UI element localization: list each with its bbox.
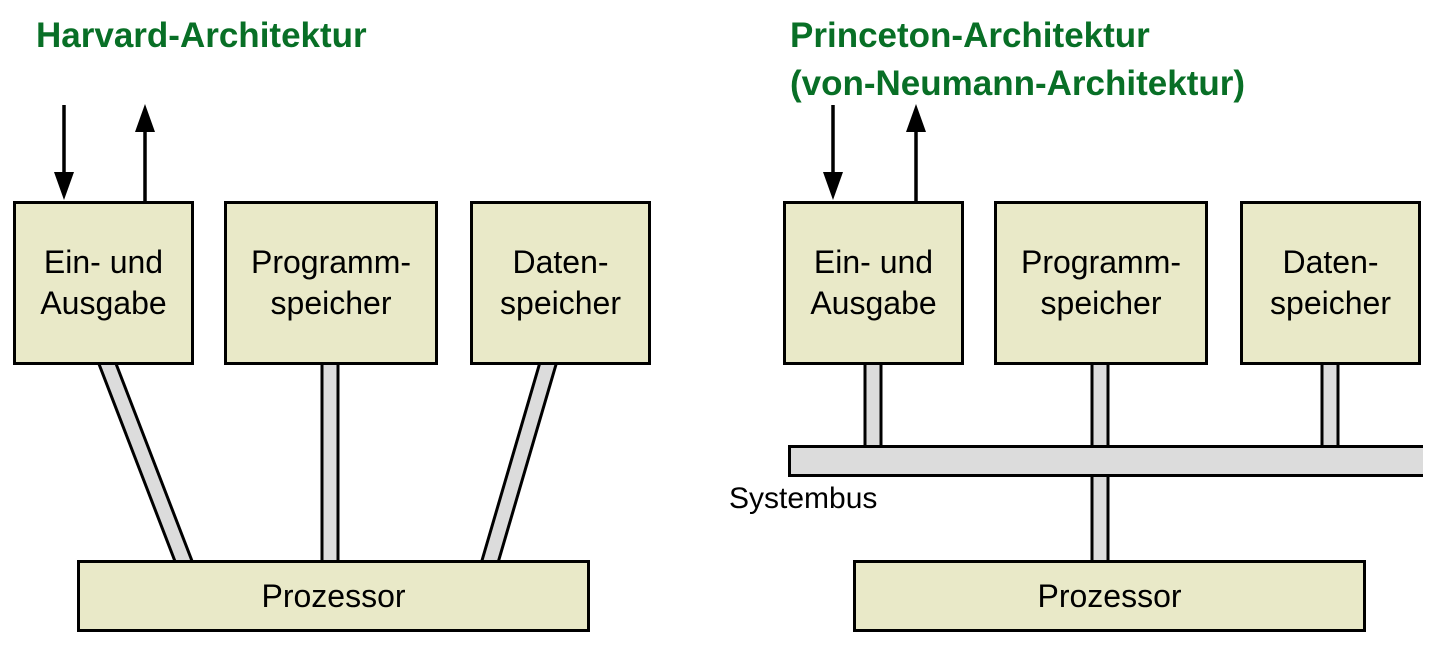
harvard-processor-box: Prozessor — [77, 560, 590, 632]
princeton-program-label-line2: speicher — [1040, 285, 1162, 321]
harvard-input-arrow — [54, 105, 74, 200]
harvard-data-processor-connector — [479, 357, 559, 568]
princeton-program-label-line1: Programm- — [1020, 244, 1181, 280]
harvard-program-label-line1: Programm- — [250, 244, 411, 280]
harvard-title-line: Harvard-Architektur — [36, 16, 367, 55]
harvard-io-label-line1: Ein- und — [43, 244, 164, 280]
princeton-data-memory-box: Daten- speicher — [1240, 201, 1421, 365]
princeton-io-box: Ein- und Ausgabe — [783, 201, 964, 365]
princeton-io-label-line2: Ausgabe — [810, 285, 937, 321]
harvard-data-label-line2: speicher — [500, 285, 621, 321]
princeton-io-label-line1: Ein- und — [813, 244, 934, 280]
harvard-data-label-line1: Daten- — [512, 244, 609, 280]
system-bus-bar — [788, 445, 1423, 477]
harvard-output-arrow — [135, 104, 155, 201]
princeton-title-line2: (von-Neumann-Architektur) — [790, 64, 1246, 103]
princeton-title: Princeton-Architektur (von-Neumann-Archi… — [790, 12, 1245, 108]
harvard-data-memory-box: Daten- speicher — [470, 201, 651, 365]
harvard-processor-label: Prozessor — [261, 577, 406, 614]
princeton-input-arrow — [823, 105, 843, 200]
harvard-program-label-line2: speicher — [270, 285, 392, 321]
princeton-processor-label: Prozessor — [1037, 577, 1182, 614]
system-bus-label: Systembus — [729, 482, 878, 515]
princeton-program-memory-box: Programm- speicher — [994, 201, 1208, 365]
harvard-program-memory-box: Programm- speicher — [224, 201, 438, 365]
harvard-io-processor-connector — [97, 356, 194, 569]
princeton-output-arrow — [906, 104, 926, 201]
princeton-data-label-line2: speicher — [1270, 285, 1391, 321]
princeton-processor-box: Prozessor — [853, 560, 1366, 632]
princeton-title-line1: Princeton-Architektur — [790, 16, 1150, 55]
princeton-data-label-line1: Daten- — [1282, 244, 1379, 280]
harvard-title: Harvard-Architektur — [36, 12, 367, 60]
harvard-io-label-line2: Ausgabe — [40, 285, 167, 321]
harvard-io-box: Ein- und Ausgabe — [13, 201, 194, 365]
